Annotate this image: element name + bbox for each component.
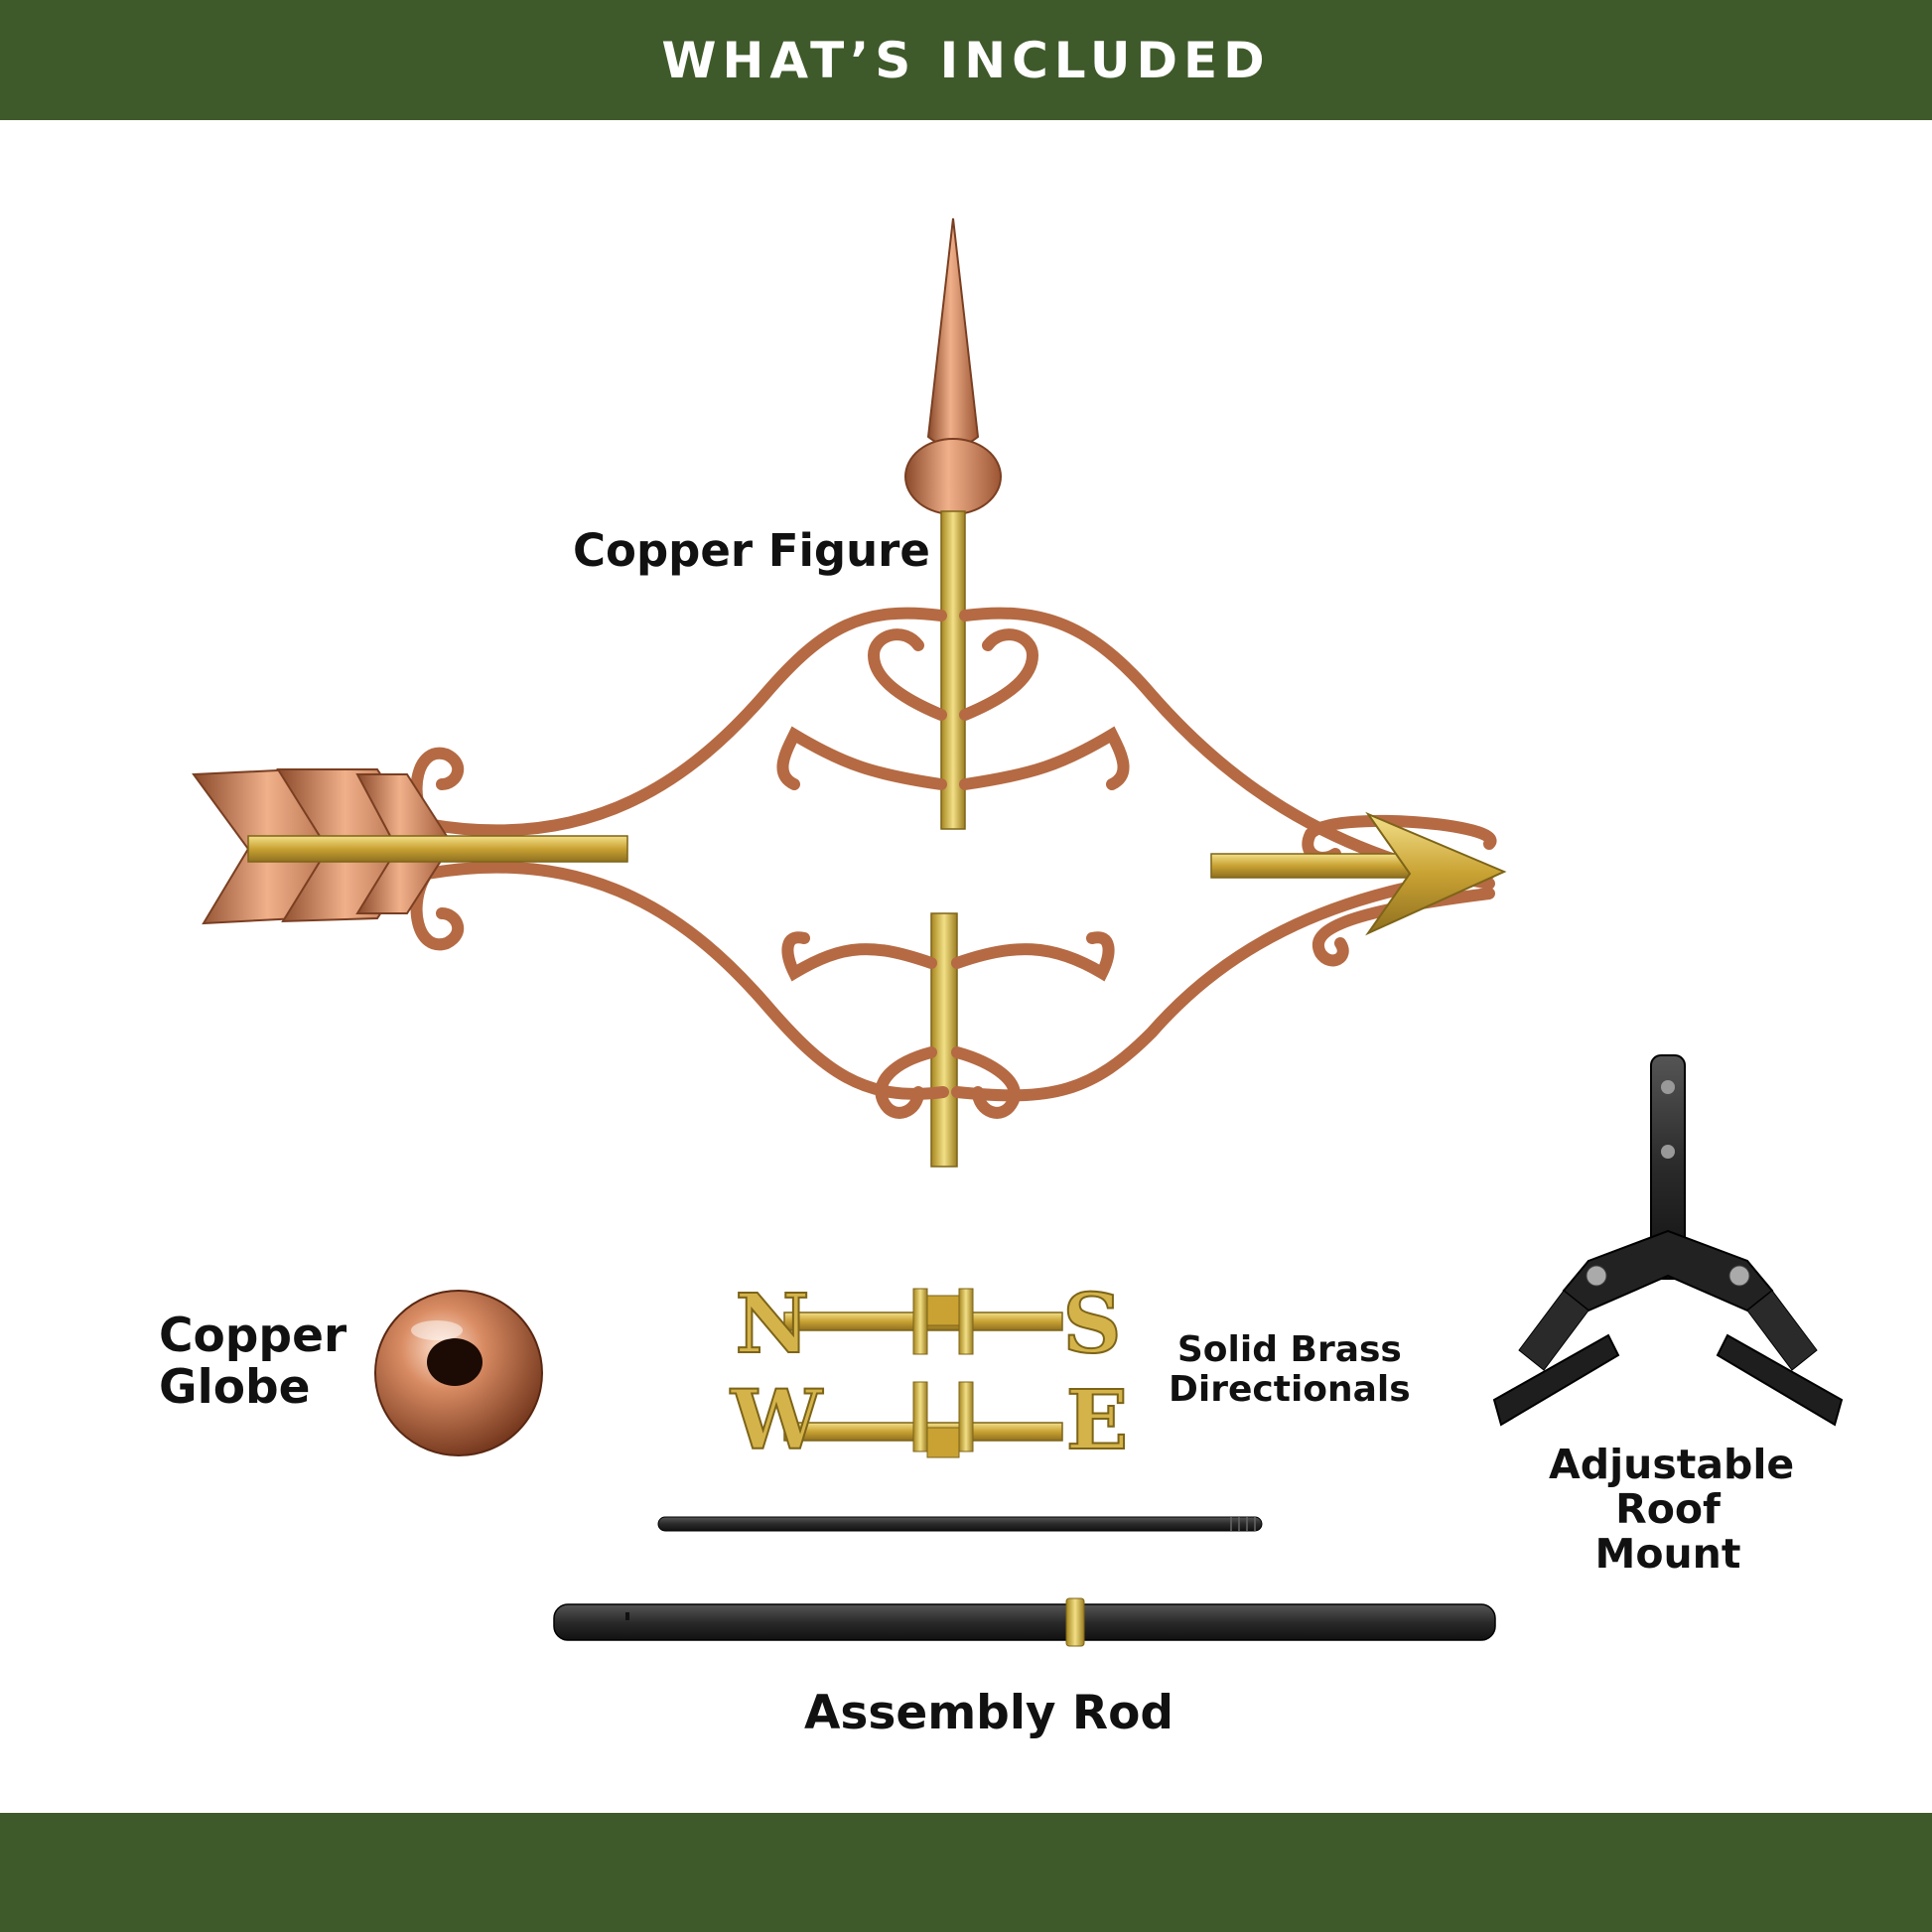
page-title: WHAT’S INCLUDED — [661, 31, 1271, 89]
copper-figure — [192, 217, 1507, 1168]
label-assembly-rod: Assembly Rod — [804, 1686, 1174, 1740]
direction-letter-south: S — [1062, 1277, 1121, 1372]
direction-letter-west: W — [730, 1373, 824, 1468]
copper-globe — [374, 1290, 543, 1456]
label-solid-brass-directionals: Solid Brass Directionals — [1169, 1329, 1411, 1410]
brass-directionals — [783, 1288, 1063, 1458]
label-adjustable-roof-mount: Adjustable Roof Mount — [1549, 1441, 1795, 1579]
direction-letter-east: E — [1066, 1373, 1129, 1468]
adjustable-roof-mount — [1492, 1054, 1844, 1427]
assembly-rod — [553, 1516, 1496, 1647]
label-copper-figure: Copper Figure — [573, 524, 930, 577]
direction-letter-north: N — [736, 1277, 810, 1372]
label-copper-globe: Copper Globe — [159, 1309, 347, 1415]
header-banner: WHAT’S INCLUDED — [0, 0, 1932, 120]
footer-banner — [0, 1813, 1932, 1932]
